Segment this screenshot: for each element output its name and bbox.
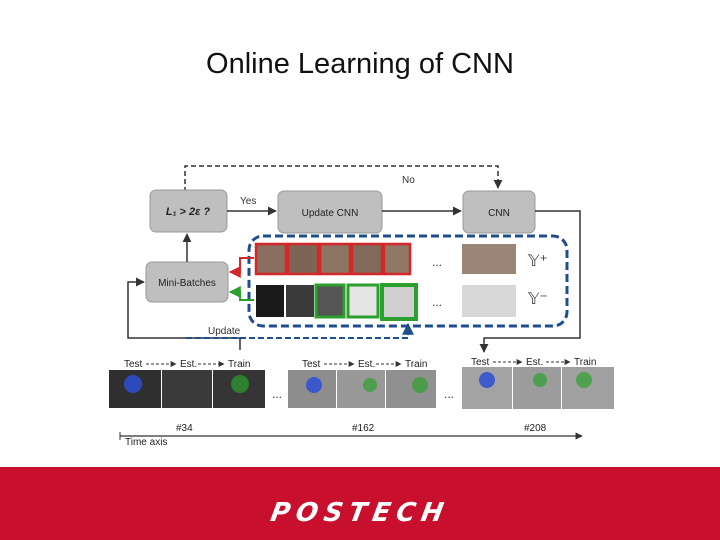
positive-sample	[462, 244, 516, 274]
condition-label: L₁ > 2ε ?	[166, 206, 211, 218]
negative-sample	[462, 285, 516, 317]
timeline-group-2: Test Est. Train	[288, 359, 436, 408]
frame-number: #208	[524, 423, 547, 434]
positive-sample	[288, 244, 318, 274]
negative-sample	[256, 285, 284, 317]
phase-est-label: Est.	[526, 357, 543, 368]
timeline-group-3: Test Est. Train	[462, 357, 614, 409]
negative-set-label: 𝕐⁻	[527, 291, 548, 308]
phase-test-label: Test	[124, 359, 143, 370]
cnn-label: CNN	[488, 208, 510, 219]
phase-est-label: Est.	[358, 359, 375, 370]
positive-sample	[320, 244, 350, 274]
negative-sample	[286, 285, 314, 317]
postech-logo: POSTECH	[0, 498, 720, 528]
negative-ellipsis: ...	[432, 295, 442, 309]
phase-est-label: Est.	[180, 359, 197, 370]
frame-number: #34	[176, 423, 193, 434]
yes-label: Yes	[240, 196, 256, 207]
positive-ellipsis: ...	[432, 255, 442, 269]
timeline-group-1: Test Est. Train	[109, 359, 265, 408]
update-cnn-label: Update CNN	[302, 208, 359, 219]
positive-sample	[256, 244, 286, 274]
negative-sample	[316, 285, 344, 317]
negative-sample	[382, 285, 416, 319]
negative-sample	[348, 285, 378, 317]
positive-samples	[256, 244, 516, 274]
phase-train-label: Train	[405, 359, 427, 370]
online-learning-diagram: No L₁ > 2ε ? Update CNN CNN Mini-Batches…	[0, 0, 720, 470]
mini-batches-label: Mini-Batches	[158, 278, 216, 289]
update-label: Update	[208, 326, 241, 337]
phase-test-label: Test	[471, 357, 490, 368]
positive-sample	[384, 244, 410, 274]
negative-samples	[256, 285, 516, 319]
frame-image	[337, 370, 385, 408]
positive-set-label: 𝕐⁺	[527, 253, 548, 270]
no-loop-arrow	[185, 166, 498, 192]
timeline-ellipsis: ...	[272, 387, 282, 401]
phase-train-label: Train	[228, 359, 250, 370]
phase-test-label: Test	[302, 359, 321, 370]
phase-train-label: Train	[574, 357, 596, 368]
timeline-ellipsis: ...	[444, 387, 454, 401]
frame-image	[513, 367, 561, 409]
time-axis-label: Time axis	[125, 437, 167, 448]
frame-image	[386, 370, 436, 408]
frame-image	[162, 370, 212, 408]
no-label: No	[402, 175, 415, 186]
frame-number: #162	[352, 423, 375, 434]
positive-sample	[352, 244, 382, 274]
